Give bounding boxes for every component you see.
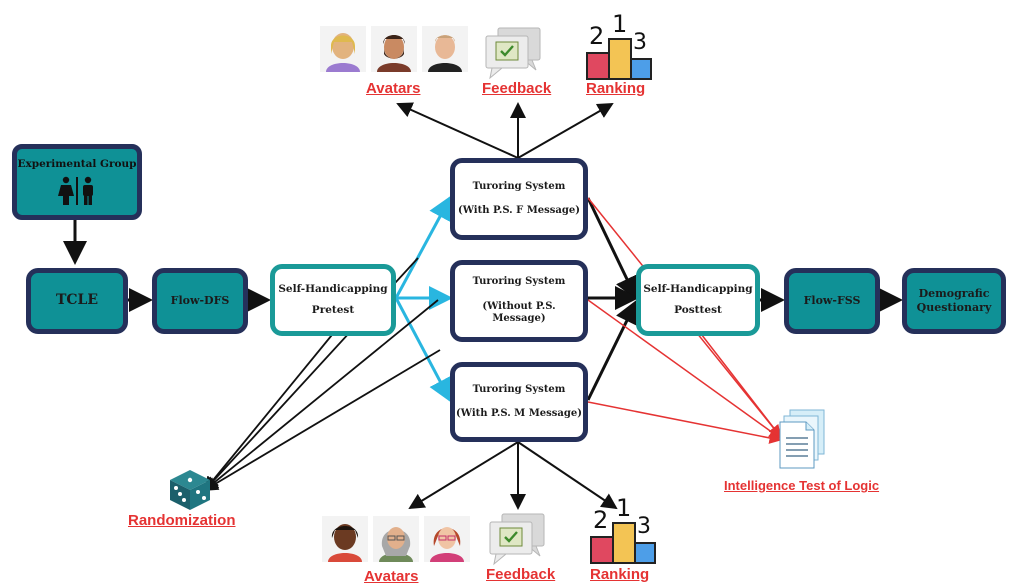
- demografic-box: Demografic Questionary: [902, 268, 1006, 334]
- red-line-ts-m: [587, 401, 782, 444]
- intelligence-test-label[interactable]: Intelligence Test of Logic: [724, 478, 880, 493]
- podium-second: [586, 52, 610, 80]
- feedback-top-label[interactable]: Feedback: [482, 80, 552, 97]
- pretest-box: Self-Handicapping Pretest: [270, 264, 396, 336]
- tcle-box: TCLE: [26, 268, 128, 334]
- ts-none-box: Turoring System (Without P.S. Message): [450, 260, 588, 342]
- ts-none-label-line1: Turoring System: [472, 276, 566, 288]
- ranking-digit-1: 1: [612, 10, 628, 38]
- ranking-digit-3: 3: [633, 30, 647, 55]
- avatar-icon: [424, 516, 470, 562]
- pretest-label-line2: Pretest: [311, 304, 355, 316]
- ts-f-label-line2: (With P.S. F Message): [458, 205, 580, 216]
- ranking-digit-1: 1: [616, 494, 632, 522]
- feedback-bottom-label[interactable]: Feedback: [486, 566, 556, 583]
- randomization-label[interactable]: Randomization: [128, 512, 236, 529]
- red-line-ts-none: [587, 299, 782, 439]
- arrow-pretest-to-ts-m: [394, 297, 452, 403]
- ts-f-label-line1: Turoring System: [472, 180, 566, 192]
- podium-icon: 2 1 3: [590, 494, 656, 564]
- tcle-label: TCLE: [55, 292, 99, 309]
- arrow-ts-m-to-posttest: [586, 299, 638, 401]
- experimental-group-box: Experimental Group: [12, 144, 142, 220]
- podium-third: [634, 542, 656, 564]
- rand-line-1: [203, 329, 337, 492]
- arrow-ts-f-to-posttest: [586, 197, 638, 301]
- podium-first: [608, 38, 632, 80]
- ranking-top-label[interactable]: Ranking: [586, 80, 646, 97]
- ranking-digit-2: 2: [589, 22, 605, 50]
- red-line-posttest: [697, 329, 781, 438]
- flow-dfs-label: Flow-DFS: [170, 294, 230, 308]
- ranking-digit-2: 2: [593, 506, 609, 534]
- restroom-icon: [58, 176, 93, 205]
- podium-first: [612, 522, 636, 564]
- posttest-box: Self-Handicapping Posttest: [636, 264, 760, 336]
- flow-fss-box: Flow-FSS: [784, 268, 880, 334]
- arrow-to-avatars-top: [396, 102, 519, 159]
- ts-m-label-line1: Turoring System: [472, 383, 566, 395]
- posttest-label-line1: Self-Handicapping: [643, 282, 753, 295]
- avatars-bottom-group: [322, 516, 472, 566]
- ts-none-label-line2: (Without P.S. Message): [482, 300, 556, 325]
- avatars-bottom-label[interactable]: Avatars: [364, 568, 419, 585]
- pretest-label-line1: Self-Handicapping: [278, 282, 388, 295]
- dice-icon: [170, 470, 210, 510]
- podium-third: [630, 58, 652, 80]
- demografic-label-line2: Questionary: [916, 301, 992, 314]
- arrow-to-ranking-top: [517, 103, 614, 159]
- avatar-icon: [322, 516, 368, 562]
- rand-line-4: [203, 349, 441, 491]
- document-icon: [779, 409, 825, 469]
- demografic-label-line1: Demografic: [918, 287, 990, 301]
- posttest-label-line2: Posttest: [674, 304, 722, 316]
- experimental-group-label: Experimental Group: [17, 158, 137, 171]
- flow-fss-label: Flow-FSS: [803, 294, 861, 308]
- avatars-top-label[interactable]: Avatars: [366, 80, 421, 97]
- arrow-to-avatars-bottom: [408, 441, 519, 510]
- arrow-pretest-to-ts-f: [394, 195, 452, 299]
- avatar-icon: [422, 26, 468, 72]
- ts-m-box: Turoring System (With P.S. M Message): [450, 362, 588, 442]
- podium-second: [590, 536, 614, 564]
- avatar-icon: [373, 516, 419, 562]
- flow-dfs-box: Flow-DFS: [152, 268, 248, 334]
- avatar-icon: [320, 26, 366, 72]
- avatars-top-group: [320, 26, 470, 76]
- arrow-to-ranking-bottom: [517, 441, 618, 510]
- avatar-icon: [371, 26, 417, 72]
- ranking-digit-3: 3: [637, 514, 651, 539]
- ts-m-label-line2: (With P.S. M Message): [456, 408, 582, 419]
- rand-line-3: [203, 299, 439, 492]
- ts-f-box: Turoring System (With P.S. F Message): [450, 158, 588, 240]
- feedback-chat-icon: [489, 513, 545, 566]
- feedback-chat-icon: [485, 27, 541, 80]
- podium-icon: 2 1 3: [586, 10, 652, 80]
- ranking-bottom-label[interactable]: Ranking: [590, 566, 650, 583]
